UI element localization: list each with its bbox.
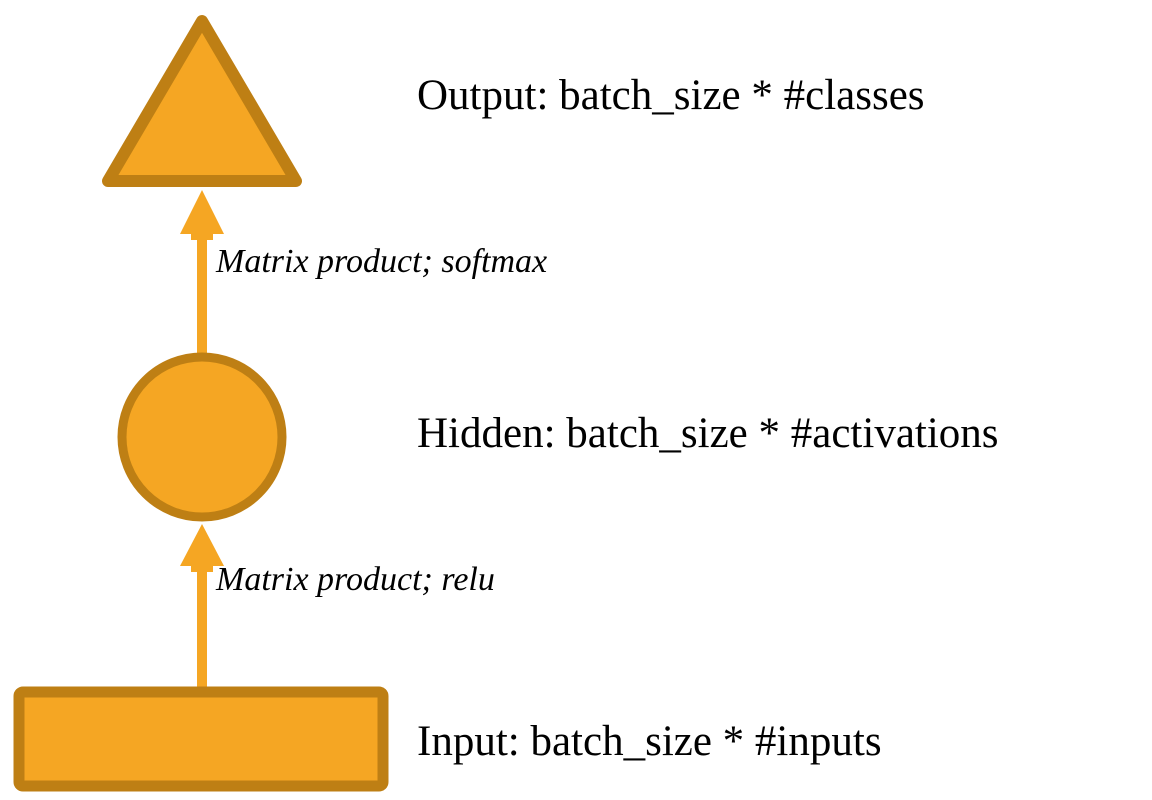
node-output-triangle[interactable] — [102, 15, 302, 187]
edge-hidden-to-output-arrow — [180, 190, 224, 354]
node-output-label: Output: batch_size * #classes — [417, 72, 925, 119]
edge-hidden-to-output-label: Matrix product; softmax — [216, 243, 548, 280]
node-hidden-label: Hidden: batch_size * #activations — [417, 410, 999, 457]
edge-input-to-hidden-label: Matrix product; relu — [216, 561, 495, 598]
node-input-label: Input: batch_size * #inputs — [417, 718, 882, 765]
node-hidden-circle[interactable] — [117, 352, 287, 522]
node-input-rectangle[interactable] — [13, 686, 389, 792]
edge-input-to-hidden-arrow — [180, 524, 224, 690]
